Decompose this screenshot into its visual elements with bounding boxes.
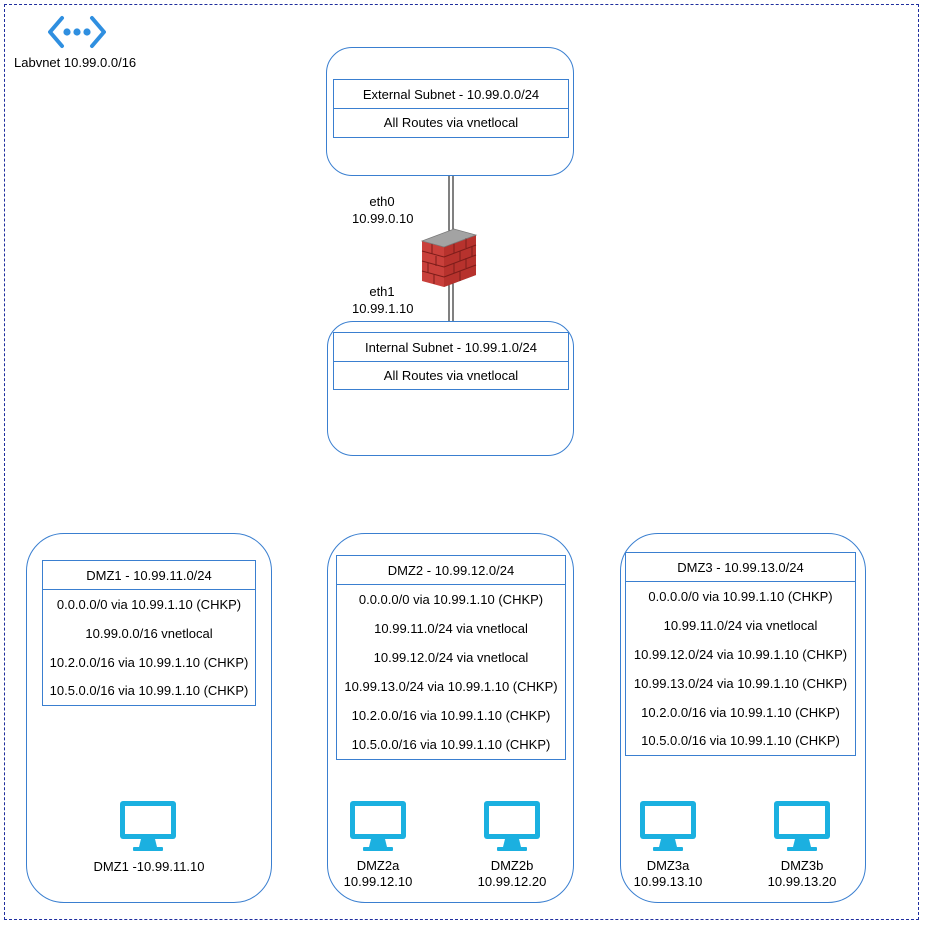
internal-route-table: Internal Subnet - 10.99.1.0/24 All Route… (333, 332, 569, 390)
eth1-name: eth1 (369, 284, 395, 299)
dmz1-header: DMZ1 - 10.99.11.0/24 (43, 561, 255, 590)
host-ip: 10.99.13.20 (767, 874, 837, 889)
dmz3b-host-label: DMZ3b 10.99.13.20 (757, 858, 847, 890)
vnet-boundary (4, 4, 919, 920)
route-entry: 10.2.0.0/16 via 10.99.1.10 (CHKP) (641, 705, 840, 720)
dmz1-host-label: DMZ1 -10.99.11.10 (93, 859, 205, 874)
virtual-network-icon (48, 16, 106, 48)
firewall-icon (420, 228, 478, 287)
eth0-ip: 10.99.0.10 (352, 211, 414, 226)
dmz3-header: DMZ3 - 10.99.13.0/24 (626, 553, 855, 582)
route-entry: 10.99.12.0/24 via 10.99.1.10 (CHKP) (633, 647, 848, 662)
dmz2b-host-label: DMZ2b 10.99.12.20 (467, 858, 557, 890)
route-entry: All Routes via vnetlocal (383, 368, 519, 383)
host-ip: 10.99.12.10 (343, 874, 413, 889)
dmz3a-host-label: DMZ3a 10.99.13.10 (623, 858, 713, 890)
route-entry: 10.99.11.0/24 via vnetlocal (374, 621, 528, 636)
monitor-icon (350, 801, 406, 851)
route-entry: 0.0.0.0/0 via 10.99.1.10 (CHKP) (358, 592, 544, 607)
route-entry: 10.99.0.0/16 vnetlocal (85, 626, 213, 641)
host-name: DMZ3a (646, 858, 690, 873)
route-entry: 10.99.12.0/24 via vnetlocal (373, 650, 529, 665)
host-name: DMZ2b (490, 858, 534, 873)
host-name: DMZ2a (356, 858, 400, 873)
route-entry: 10.99.13.0/24 via 10.99.1.10 (CHKP) (633, 676, 848, 691)
dmz2-header: DMZ2 - 10.99.12.0/24 (337, 556, 565, 585)
dmz1-route-table: DMZ1 - 10.99.11.0/24 0.0.0.0/0 via 10.99… (42, 560, 256, 706)
dmz3-route-table: DMZ3 - 10.99.13.0/24 0.0.0.0/0 via 10.99… (625, 552, 856, 756)
monitor-icon (774, 801, 830, 851)
monitor-icon (640, 801, 696, 851)
route-entry: 0.0.0.0/0 via 10.99.1.10 (CHKP) (648, 589, 833, 604)
route-entry: 10.99.13.0/24 via 10.99.1.10 (CHKP) (344, 679, 558, 694)
route-entry: 10.99.11.0/24 via vnetlocal (663, 618, 818, 633)
eth0-name: eth0 (369, 194, 395, 209)
route-entry: All Routes via vnetlocal (383, 115, 519, 130)
route-entry: 10.5.0.0/16 via 10.99.1.10 (CHKP) (351, 737, 551, 752)
route-entry: 10.5.0.0/16 via 10.99.1.10 (CHKP) (641, 733, 840, 748)
eth1-ip: 10.99.1.10 (352, 301, 414, 316)
dmz2-route-table: DMZ2 - 10.99.12.0/24 0.0.0.0/0 via 10.99… (336, 555, 566, 760)
external-route-table: External Subnet - 10.99.0.0/24 All Route… (333, 79, 569, 138)
vnet-label: Labvnet 10.99.0.0/16 (14, 55, 137, 70)
route-entry: 10.2.0.0/16 via 10.99.1.10 (CHKP) (49, 655, 249, 670)
monitor-icon (120, 801, 176, 851)
eth0-label: eth0 10.99.0.10 (352, 193, 414, 227)
host-ip: 10.99.13.10 (633, 874, 703, 889)
route-entry: 0.0.0.0/0 via 10.99.1.10 (CHKP) (56, 597, 242, 612)
route-entry: 10.2.0.0/16 via 10.99.1.10 (CHKP) (351, 708, 551, 723)
external-subnet-header: External Subnet - 10.99.0.0/24 (334, 80, 568, 109)
route-entry: 10.5.0.0/16 via 10.99.1.10 (CHKP) (49, 683, 249, 698)
eth1-label: eth1 10.99.1.10 (352, 283, 414, 317)
host-ip: 10.99.12.20 (477, 874, 547, 889)
internal-subnet-header: Internal Subnet - 10.99.1.0/24 (334, 333, 568, 362)
dmz2a-host-label: DMZ2a 10.99.12.10 (333, 858, 423, 890)
host-name: DMZ3b (780, 858, 824, 873)
monitor-icon (484, 801, 540, 851)
